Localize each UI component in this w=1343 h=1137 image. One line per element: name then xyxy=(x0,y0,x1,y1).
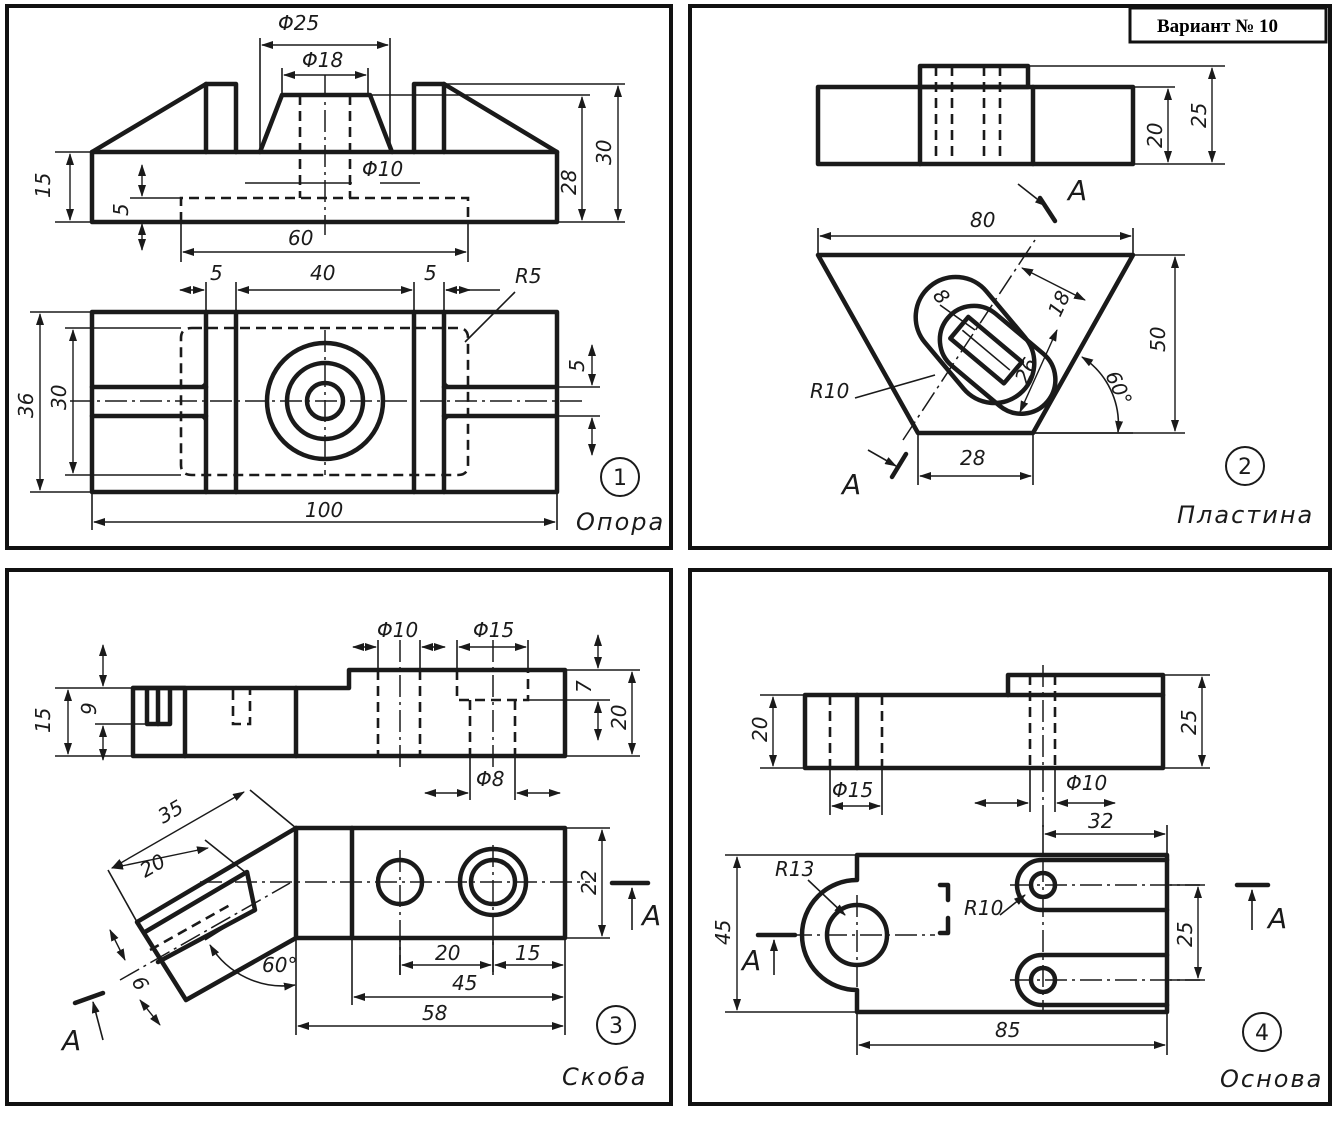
dim-25: 25 xyxy=(1187,103,1211,128)
dim-28: 28 xyxy=(557,170,581,195)
dim-phi10: Φ10 xyxy=(362,157,403,181)
dim-phi10: Φ10 xyxy=(1066,771,1107,795)
panel-1-number-circle xyxy=(600,457,640,497)
panel-3-title: Скоба xyxy=(562,1063,647,1091)
panel-3-frame xyxy=(5,568,673,1106)
panel-4-top-view xyxy=(725,825,1271,1055)
panel-3-skoba: Φ10 Φ15 15 9 7 20 Φ8 35 20 22 20 15 45 9… xyxy=(5,568,673,1106)
panel-3-number-circle xyxy=(596,1005,636,1045)
dim-5: 5 xyxy=(109,203,133,216)
dim-45: 45 xyxy=(711,920,735,945)
panel-2-title: Пластина xyxy=(1177,501,1314,529)
dim-angle-60: 60° xyxy=(1100,367,1137,409)
dim-58: 58 xyxy=(422,1001,447,1025)
section-a-bottom: A xyxy=(840,468,861,501)
dim-100: 100 xyxy=(305,498,343,522)
panel-2-number-circle xyxy=(1225,446,1265,486)
section-a-left: A xyxy=(60,1024,81,1057)
dim-7: 7 xyxy=(572,680,596,693)
panel-3-number: 3 xyxy=(609,1014,623,1039)
variant-badge-box xyxy=(1128,6,1328,44)
dim-20-incline: 20 xyxy=(136,849,170,883)
dim-20-holes: 20 xyxy=(435,941,460,965)
panel-2-front-view xyxy=(815,63,1225,167)
panel-3-front-view xyxy=(55,634,640,800)
section-a-top: A xyxy=(1066,174,1087,207)
section-a-left: A xyxy=(740,944,761,977)
panel-1-top-view xyxy=(30,282,600,530)
section-a-right: A xyxy=(1266,902,1287,935)
panel-4-front-view xyxy=(760,665,1210,830)
dim-35: 35 xyxy=(154,795,188,829)
panel-4-osnova: 20 25 Φ15 Φ10 32 R13 R10 45 25 85 A A 4 … xyxy=(688,568,1332,1106)
panel-2-number: 2 xyxy=(1238,455,1252,480)
panel-4-frame xyxy=(688,568,1332,1106)
dim-50: 50 xyxy=(1146,327,1170,352)
dim-r10: R10 xyxy=(810,379,849,403)
panel-4-number-circle xyxy=(1242,1012,1282,1052)
variant-badge: Вариант № 10 xyxy=(1157,16,1278,37)
dim-r13: R13 xyxy=(775,857,814,881)
dim-28: 28 xyxy=(960,446,985,470)
dim-85: 85 xyxy=(995,1018,1020,1042)
dim-r5: R5 xyxy=(515,264,542,288)
dim-25: 25 xyxy=(1177,710,1201,735)
dim-phi18: Φ18 xyxy=(302,48,343,72)
panel-1-title: Опора xyxy=(576,508,665,536)
dim-30: 30 xyxy=(592,140,616,165)
dim-phi15: Φ15 xyxy=(473,618,514,642)
dim-5-slot: 5 xyxy=(565,359,589,372)
dim-26: 26 xyxy=(1010,354,1043,387)
section-a-right: A xyxy=(640,899,661,932)
dim-30-top: 30 xyxy=(47,385,71,410)
dim-phi15: Φ15 xyxy=(832,778,873,802)
dim-phi8: Φ8 xyxy=(476,767,504,791)
dim-15: 15 xyxy=(31,173,55,198)
dim-25-slots: 25 xyxy=(1173,922,1197,947)
panel-4-title: Основа xyxy=(1220,1065,1323,1093)
panel-1-frame xyxy=(5,4,673,550)
dim-angle-60: 60° xyxy=(262,953,297,977)
dim-36: 36 xyxy=(14,393,38,418)
panel-2-frame xyxy=(688,4,1332,550)
dim-5-right: 5 xyxy=(424,261,437,285)
dim-22: 22 xyxy=(577,870,601,895)
panel-3-top-view xyxy=(72,789,651,1041)
dim-45: 45 xyxy=(452,971,477,995)
dim-60: 60 xyxy=(288,226,313,250)
dim-20: 20 xyxy=(748,717,772,742)
panel-1-front-view xyxy=(55,38,625,262)
dim-r10: R10 xyxy=(964,896,1003,920)
dim-32: 32 xyxy=(1088,809,1113,833)
dim-9-incline: 9 xyxy=(127,971,154,994)
dim-phi10: Φ10 xyxy=(377,618,418,642)
panel-1-opora: Φ25 Φ18 Φ10 30 28 15 5 60 5 40 5 R5 36 3… xyxy=(5,4,673,550)
dim-20: 20 xyxy=(1143,123,1167,148)
dim-40: 40 xyxy=(310,261,335,285)
dim-5-left: 5 xyxy=(210,261,223,285)
panel-4-number: 4 xyxy=(1255,1021,1269,1046)
dim-80: 80 xyxy=(970,208,995,232)
dim-phi25: Φ25 xyxy=(278,11,319,35)
dim-20: 20 xyxy=(607,705,631,730)
panel-2-plastina: Вариант № 10 xyxy=(688,4,1332,550)
panel-1-number: 1 xyxy=(613,466,627,491)
dim-9: 9 xyxy=(77,702,101,715)
dim-15: 15 xyxy=(31,708,55,733)
dim-15-holes: 15 xyxy=(515,941,540,965)
panel-2-top-view xyxy=(815,183,1185,485)
